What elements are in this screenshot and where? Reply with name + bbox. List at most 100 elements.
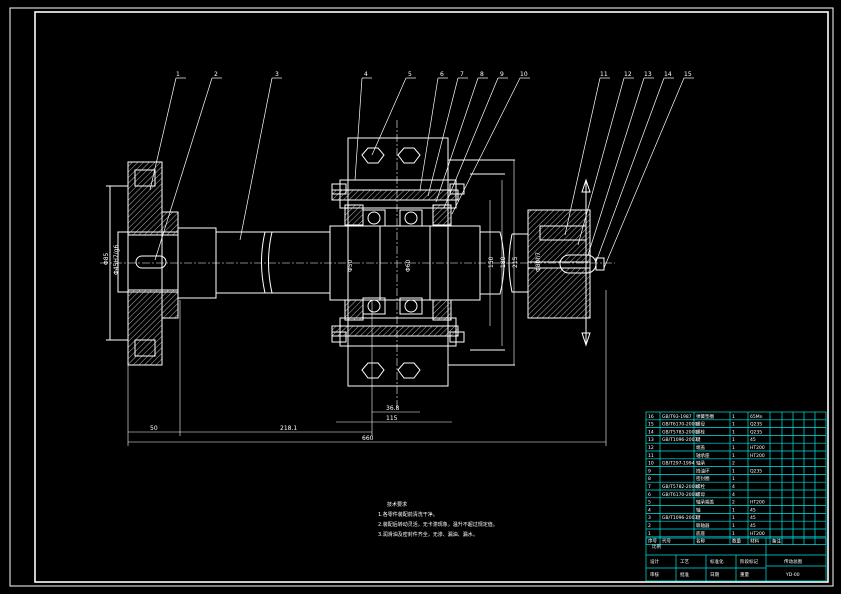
sheet-inner-border [34, 11, 829, 583]
bom-cell: GB/T6170-2000 [662, 492, 698, 498]
bom-cell: 5 [648, 500, 651, 506]
dim-height-b: 180 [500, 256, 507, 268]
bom-cell: HT200 [750, 531, 765, 537]
bom-cell: 1 [732, 414, 735, 420]
dim-height-c: 215 [512, 256, 519, 268]
bom-cell: 1 [732, 437, 735, 443]
tb-label-design: 设计 [650, 558, 659, 565]
part-label-2: 2 [214, 71, 218, 78]
bom-cell: 6 [648, 492, 651, 498]
bom-cell: 螺栓 [696, 483, 705, 490]
bom-header-cell: 代号 [662, 538, 671, 545]
bom-cell: 1 [732, 422, 735, 428]
part-label-14: 14 [664, 71, 672, 78]
bom-cell: 2 [648, 523, 651, 529]
part-label-1: 1 [176, 71, 180, 78]
bom-cell: Q235 [750, 422, 762, 428]
note-line-2: 2.装配后转动灵活，无卡滞现象，温升不超过规定值。 [378, 521, 498, 528]
part-label-10: 10 [520, 71, 528, 78]
bom-cell: HT200 [750, 445, 765, 451]
title-block: 传动总图 YD-00 设计 审核 工艺 批准 标准化 日期 阶段标记 重量 比例 [645, 537, 827, 582]
part-label-4: 4 [364, 71, 368, 78]
dim-width-b: 115 [386, 415, 398, 422]
tb-label-check: 审核 [650, 571, 659, 578]
bom-cell: 65Mn [750, 414, 763, 420]
bom-cell: 1 [648, 531, 651, 537]
tb-label-approve: 批准 [680, 571, 689, 578]
bom-header-cell: 名称 [696, 538, 705, 545]
dimensions: Φ85 Φ45H7/g6 Φ50 Φ60 150 180 215 Φ80h7 3… [103, 160, 607, 446]
bom-cell: 1 [732, 523, 735, 529]
left-coupling [106, 161, 217, 366]
part-numbers: 1 2 3 4 5 6 7 8 9 10 11 12 13 14 15 [176, 71, 692, 78]
bom-cell: GB/T5783-2000 [662, 429, 698, 435]
bom-cell: 9 [648, 468, 651, 474]
note-line-1: 1.各零件装配前清洗干净。 [378, 511, 438, 518]
bom-cell: 端盖 [696, 444, 705, 451]
bom-cell: GB/T1096-2003 [662, 515, 698, 521]
bom-cell: 10 [648, 461, 654, 467]
bom-cell: 1 [732, 468, 735, 474]
bom-cell: 7 [648, 484, 651, 490]
bom-cell: 11 [648, 453, 654, 459]
dim-right-dia: Φ80h7 [535, 252, 542, 272]
note-line-3: 3.润滑油及密封件齐全，无渗、漏油、漏水。 [378, 531, 478, 538]
bom-cell: 4 [732, 492, 735, 498]
bom-cell: 螺母 [696, 421, 705, 428]
bom-cell: 45 [750, 437, 756, 443]
bom-cell: 联轴器 [696, 522, 710, 529]
tb-stage: 阶段标记 [740, 558, 758, 565]
bom-cell: 1 [732, 531, 735, 537]
tb-weight: 重量 [740, 571, 749, 578]
part-label-3: 3 [275, 71, 279, 78]
bom-cell: 轴承 [696, 460, 705, 467]
part-label-15: 15 [684, 71, 692, 78]
dim-length-b: 218.1 [280, 425, 297, 432]
bom-cell: Q235 [750, 468, 762, 474]
technical-notes: 技术要求 1.各零件装配前清洗干净。 2.装配后转动灵活，无卡滞现象，温升不超过… [378, 501, 498, 538]
part-label-9: 9 [500, 71, 504, 78]
dim-height-a: 150 [488, 256, 495, 268]
bom-header-cell: 数量 [732, 538, 741, 545]
tb-label-date: 日期 [710, 572, 719, 578]
bom-cell: 1 [732, 507, 735, 513]
part-label-7: 7 [460, 71, 464, 78]
bom-cell: 轴 [696, 506, 701, 513]
tb-label-std: 标准化 [710, 558, 724, 565]
part-label-5: 5 [408, 71, 412, 78]
dim-length-total: 660 [362, 435, 374, 442]
bom-cell: 3 [648, 515, 651, 521]
bom-cell: GB/T5782-2000 [662, 484, 698, 490]
dim-bore: Φ45H7/g6 [113, 244, 120, 275]
part-label-12: 12 [624, 71, 632, 78]
dim-width-a: 36.8 [386, 405, 400, 412]
bom-cell: HT200 [750, 453, 765, 459]
dim-flange: Φ85 [103, 252, 110, 265]
bom-cell: 轴承座 [696, 452, 710, 459]
bom-cell: 16 [648, 414, 654, 420]
part-leaders [149, 77, 694, 269]
bom-cell: 螺母 [696, 491, 705, 498]
bom-cell: 14 [648, 429, 654, 435]
bom-cell: 弹簧垫圈 [696, 413, 714, 420]
bom-cell: 1 [732, 429, 735, 435]
bom-cell: 8 [648, 476, 651, 482]
bom-cell: 密封圈 [696, 475, 710, 482]
bom-cell: 轴承端盖 [696, 499, 714, 506]
bom-cell: 2 [732, 461, 735, 467]
part-label-13: 13 [644, 71, 652, 78]
right-end-cap [508, 178, 605, 347]
bom-cell: 45 [750, 523, 756, 529]
bom-cell: 4 [732, 484, 735, 490]
bom-cell: GB/T6170-2000 [662, 422, 698, 428]
bom-cell: GB/T297-1994 [662, 461, 695, 467]
tb-scale: 比例 [652, 543, 661, 550]
bom-cell: 键 [696, 436, 701, 443]
bom-cell: 4 [648, 507, 651, 513]
bom-cell: Q235 [750, 429, 762, 435]
bom-cell: 2 [732, 500, 735, 506]
bom-cell: 1 [732, 445, 735, 451]
bom-cell: 15 [648, 422, 654, 428]
dim-length-a: 50 [150, 425, 158, 432]
